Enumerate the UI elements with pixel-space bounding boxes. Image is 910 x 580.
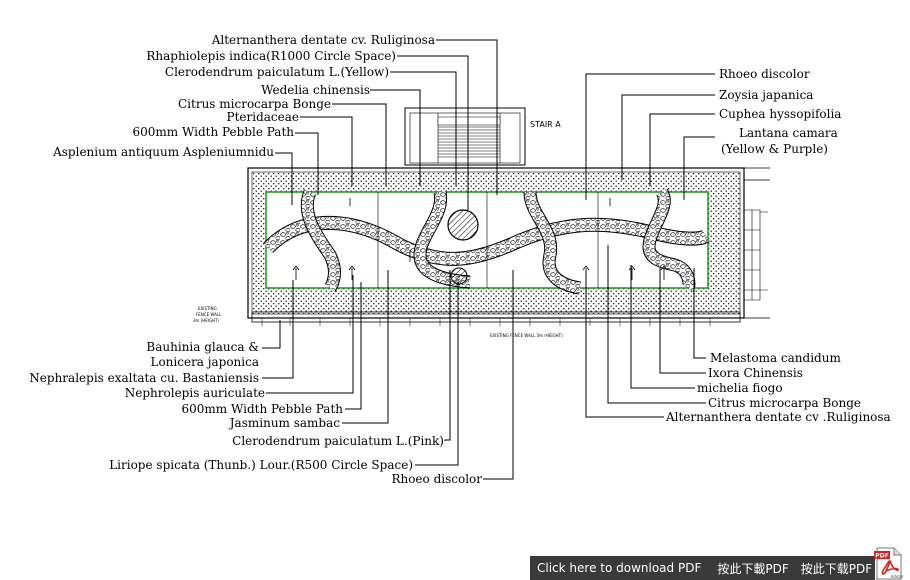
leader-lines (262, 39, 715, 480)
label-rhoeo-bottom: Rhoeo discolor (391, 472, 482, 486)
label-nephralepis: Nephralepis exaltata cu. Bastaniensis (29, 371, 259, 385)
label-rhaphiolepis: Rhaphiolepis indica(R1000 Circle Space) (146, 49, 396, 63)
pdf-caption: Adobe (891, 574, 904, 579)
pdf-badge-text: PDF (875, 553, 888, 560)
label-cuphea: Cuphea hyssopifolia (719, 107, 841, 121)
label-citrus-bottom: Citrus microcarpa Bonge (708, 396, 861, 410)
top-labels: Alternanthera dentate cv. Ruliginosa Rha… (52, 33, 435, 159)
download-pdf-link-traditional[interactable]: 按此下載PDF (717, 561, 789, 576)
label-asplenium: Asplenium antiquum Aspleniumnidu (52, 145, 274, 159)
label-zoysia: Zoysia japanica (719, 88, 813, 102)
download-bar: Click here to download PDF 按此下載PDF 按此下载P… (530, 556, 875, 580)
fence-note-bottom: EXISTING FENCE WALL 3m (HEIGHT) (490, 333, 563, 338)
label-pebble-path-top: 600mm Width Pebble Path (133, 125, 295, 139)
right-top-labels: Rhoeo discolor Zoysia japanica Cuphea hy… (719, 67, 841, 156)
planting-bed (262, 188, 710, 295)
stair-label: STAIR A (530, 120, 561, 129)
label-alternanthera-bottom: Alternanthera dentate cv .Ruliginosa (665, 410, 891, 424)
label-wedelia: Wedelia chinensis (261, 83, 370, 97)
label-melastoma: Melastoma candidum (710, 351, 841, 365)
label-jasminum: Jasminum sambac (228, 416, 341, 430)
label-citrus-top: Citrus microcarpa Bonge (178, 97, 331, 111)
download-pdf-link-simplified[interactable]: 按此下载PDF (800, 561, 873, 576)
label-clerodendrum-pink: Clerodendrum paiculatum L.(Pink) (232, 434, 444, 448)
label-lonicera: Lonicera japonica (150, 355, 259, 369)
label-lantana: Lantana camara (739, 126, 838, 140)
label-ixora: Ixora Chinensis (708, 366, 803, 380)
bottom-left-labels: Bauhinia glauca & Lonicera japonica Neph… (29, 340, 482, 486)
fence-note-left-2: FENCE WALL (196, 312, 222, 317)
pdf-icon[interactable]: PDF Adobe (872, 547, 906, 580)
label-michelia: michelia fiogo (697, 381, 783, 395)
label-nephrolepis: Nephrolepis auriculate (125, 386, 265, 400)
label-pteridaceae: Pteridaceae (227, 110, 300, 124)
bottom-right-labels: Melastoma candidum Ixora Chinensis miche… (665, 351, 891, 424)
label-alternanthera-top: Alternanthera dentate cv. Ruliginosa (211, 33, 435, 47)
fence-note-left-1: EXISTING (198, 306, 217, 311)
label-rhoeo-top: Rhoeo discolor (719, 67, 810, 81)
label-pebble-path-bottom: 600mm Width Pebble Path (182, 402, 344, 416)
label-bauhinia: Bauhinia glauca & (146, 340, 259, 354)
label-clerodendrum-yellow: Clerodendrum paiculatum L.(Yellow) (165, 65, 389, 79)
fence-note-left-3: 3m (HEIGHT) (193, 318, 220, 323)
label-liriope: Liriope spicata (Thunb.) Lour.(R500 Circ… (109, 458, 413, 472)
stair-a: STAIR A (404, 107, 561, 166)
label-lantana-colors: (Yellow & Purple) (721, 142, 828, 156)
download-pdf-link[interactable]: Click here to download PDF (537, 561, 702, 575)
